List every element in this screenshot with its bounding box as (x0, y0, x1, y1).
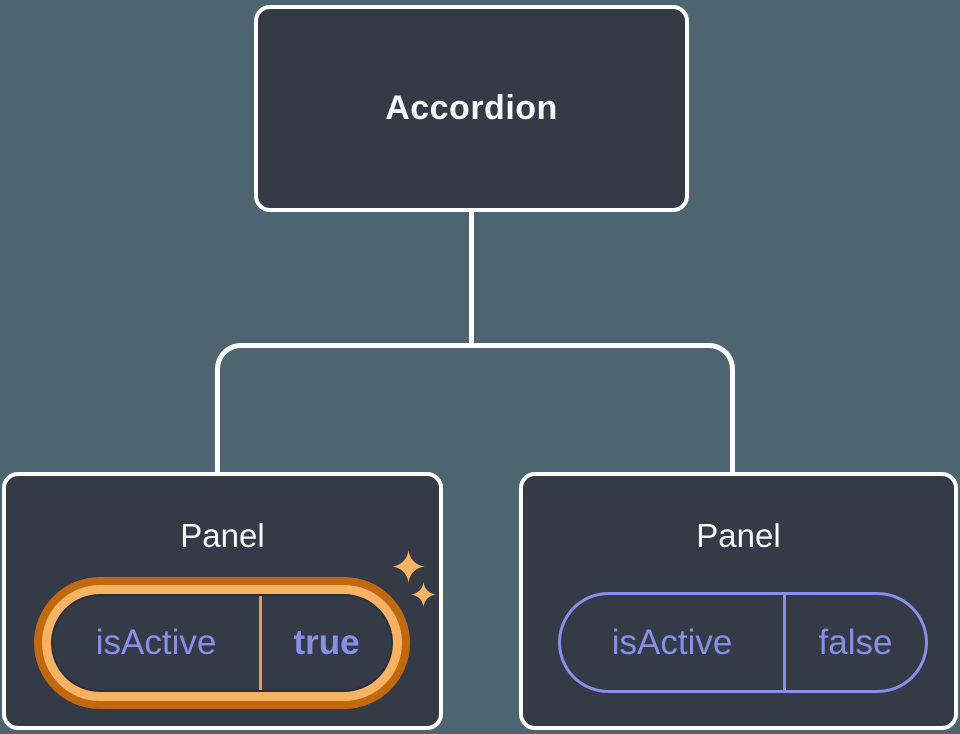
node-panel-inactive-title: Panel (696, 517, 781, 554)
prop-name-label: isActive (611, 622, 733, 662)
prop-pill-active: isActive true (51, 594, 393, 692)
sparkle-icon (411, 582, 436, 607)
connector-root-stub (469, 210, 474, 347)
node-accordion: Accordion (254, 5, 689, 212)
connector-bracket (215, 343, 735, 475)
prop-pill-active-highlight-ring: isActive true (34, 577, 410, 709)
prop-name-label: isActive (95, 623, 217, 662)
prop-value-label: false (783, 595, 925, 690)
sparkle-icon (392, 550, 425, 583)
node-panel-active-title: Panel (180, 517, 265, 554)
node-accordion-label: Accordion (385, 89, 558, 127)
node-panel-active: Panel isActive true (2, 472, 443, 730)
prop-pill-active-inner-ring: isActive true (42, 585, 402, 701)
node-panel-inactive: Panel isActive false (519, 472, 958, 730)
prop-pill-inactive: isActive false (558, 592, 928, 693)
prop-value-label: true (259, 596, 391, 690)
